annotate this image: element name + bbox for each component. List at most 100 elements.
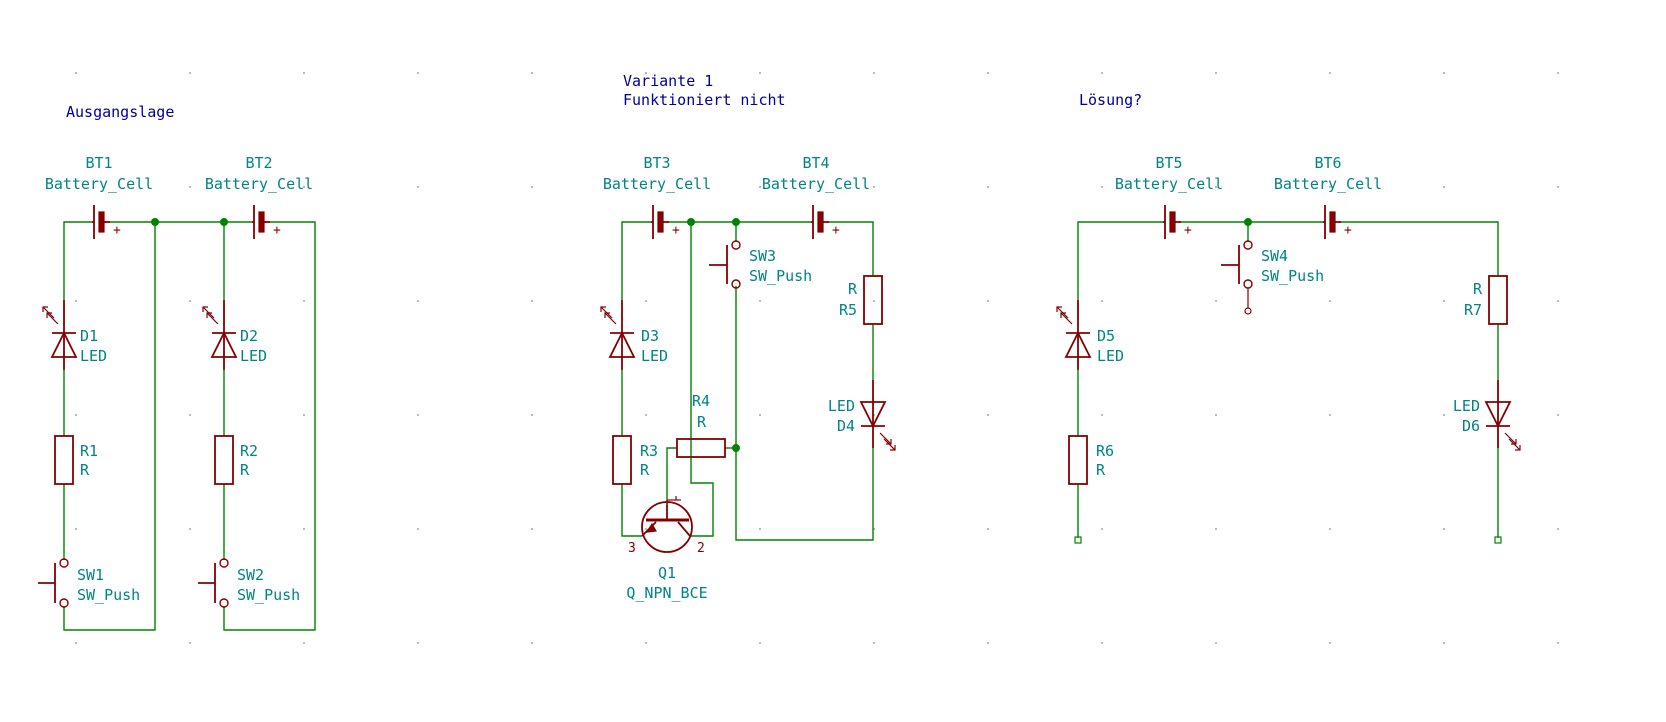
grid-dot xyxy=(987,414,989,416)
junction-dot xyxy=(687,218,695,226)
switch-sw3[interactable]: SW3 SW_Push xyxy=(709,240,812,289)
battery-bt4[interactable]: + BT4 Battery_Cell xyxy=(762,154,870,239)
d1-ref: D1 xyxy=(80,327,98,345)
resistor-r4[interactable]: R4 R xyxy=(676,392,726,458)
grid-dot xyxy=(417,186,419,188)
resistor-r7[interactable]: R R7 xyxy=(1464,275,1508,325)
resistor-r3[interactable]: R3 R xyxy=(612,435,658,485)
battery-bt1[interactable]: + BT1 Battery_Cell xyxy=(45,154,153,239)
grid-dot xyxy=(987,642,989,644)
sw2-value: SW_Push xyxy=(237,586,300,604)
grid-dot xyxy=(873,72,875,74)
battery-plus-label: + xyxy=(113,223,121,238)
wire xyxy=(63,222,156,631)
d2-ref: D2 xyxy=(240,327,258,345)
grid-dot xyxy=(417,72,419,74)
grid-dot xyxy=(1101,186,1103,188)
grid-dot xyxy=(1557,528,1559,530)
grid-dot xyxy=(1329,72,1331,74)
resistor-r5[interactable]: R R5 xyxy=(839,275,883,325)
grid-dot xyxy=(1215,528,1217,530)
transistor-q1[interactable]: 3 2 Q1 Q_NPN_BCE xyxy=(626,496,708,602)
wire xyxy=(1077,221,1163,300)
grid-dot xyxy=(531,300,533,302)
switch-sw1[interactable]: SW1 SW_Push xyxy=(38,558,140,608)
bt2-value: Battery_Cell xyxy=(205,175,313,193)
r3-ref: R3 xyxy=(640,442,658,460)
bt4-value: Battery_Cell xyxy=(762,175,870,193)
sw1-ref: SW1 xyxy=(77,566,104,584)
r5-value: R xyxy=(848,280,858,298)
grid-dot xyxy=(1557,72,1559,74)
grid-dot xyxy=(303,642,305,644)
d3-ref: D3 xyxy=(641,327,659,345)
grid-dot xyxy=(759,528,761,530)
note-variante-1: Variante 1 xyxy=(623,72,713,90)
battery-bt6[interactable]: + BT6 Battery_Cell xyxy=(1274,154,1382,239)
grid-dot xyxy=(417,528,419,530)
grid-dot xyxy=(1215,72,1217,74)
bt4-ref: BT4 xyxy=(802,154,829,172)
d6-ref: D6 xyxy=(1462,417,1480,435)
bt5-ref: BT5 xyxy=(1155,154,1182,172)
circuit-loesung xyxy=(1074,218,1502,544)
led-d5[interactable]: D5 LED xyxy=(1056,300,1124,370)
grid-dot xyxy=(1557,186,1559,188)
sw3-value: SW_Push xyxy=(749,267,812,285)
r4-value: R xyxy=(697,413,707,431)
r2-value: R xyxy=(240,461,250,479)
resistor-r1[interactable]: R1 R xyxy=(54,435,98,485)
grid-dot xyxy=(75,72,77,74)
r6-value: R xyxy=(1096,461,1106,479)
grid-dot xyxy=(873,642,875,644)
led-d1[interactable]: D1 LED xyxy=(42,300,107,370)
q1-value: Q_NPN_BCE xyxy=(626,584,707,602)
circuit-ausgangslage-1 xyxy=(63,221,156,631)
grid-dot xyxy=(1329,414,1331,416)
grid-dot xyxy=(303,186,305,188)
grid-dot xyxy=(1443,300,1445,302)
grid-dot xyxy=(645,72,647,74)
grid-dot xyxy=(759,186,761,188)
battery-plus-label: + xyxy=(672,223,680,238)
resistor-r6[interactable]: R6 R xyxy=(1068,435,1114,485)
grid-dot xyxy=(1101,642,1103,644)
note-ausgangslage: Ausgangslage xyxy=(66,103,174,121)
d6-value: LED xyxy=(1453,397,1480,415)
grid-dot xyxy=(645,300,647,302)
grid-dot xyxy=(1443,528,1445,530)
grid-dot xyxy=(75,642,77,644)
d1-value: LED xyxy=(80,347,107,365)
grid-dot xyxy=(759,642,761,644)
unconnected-wire-end xyxy=(1074,536,1082,544)
grid-dot xyxy=(759,414,761,416)
grid-dot xyxy=(303,72,305,74)
grid-dot xyxy=(75,300,77,302)
battery-bt5[interactable]: + BT5 Battery_Cell xyxy=(1115,154,1223,239)
sw4-ref: SW4 xyxy=(1261,247,1288,265)
switch-sw2[interactable]: SW2 SW_Push xyxy=(198,558,300,608)
grid-dot xyxy=(759,300,761,302)
led-d6[interactable]: LED D6 xyxy=(1453,380,1521,451)
switch-sw4[interactable]: SW4 SW_Push xyxy=(1221,240,1324,289)
grid-dot xyxy=(189,528,191,530)
resistor-r2[interactable]: R2 R xyxy=(214,435,258,485)
led-d4[interactable]: LED D4 xyxy=(828,380,896,451)
grid-dot xyxy=(189,642,191,644)
r7-value: R xyxy=(1473,280,1483,298)
sw1-value: SW_Push xyxy=(77,586,140,604)
wire xyxy=(621,484,642,537)
note-loesung: Lösung? xyxy=(1079,91,1142,109)
bt2-ref: BT2 xyxy=(245,154,272,172)
grid-dot xyxy=(531,414,533,416)
grid-dot xyxy=(987,300,989,302)
battery-bt3[interactable]: + BT3 Battery_Cell xyxy=(603,154,711,239)
led-d3[interactable]: D3 LED xyxy=(600,300,668,370)
grid-dot xyxy=(531,528,533,530)
junction-dot xyxy=(1244,218,1252,226)
led-d2[interactable]: D2 LED xyxy=(202,300,267,370)
grid-dot xyxy=(1215,642,1217,644)
battery-bt2[interactable]: + BT2 Battery_Cell xyxy=(205,154,313,239)
bt6-value: Battery_Cell xyxy=(1274,175,1382,193)
